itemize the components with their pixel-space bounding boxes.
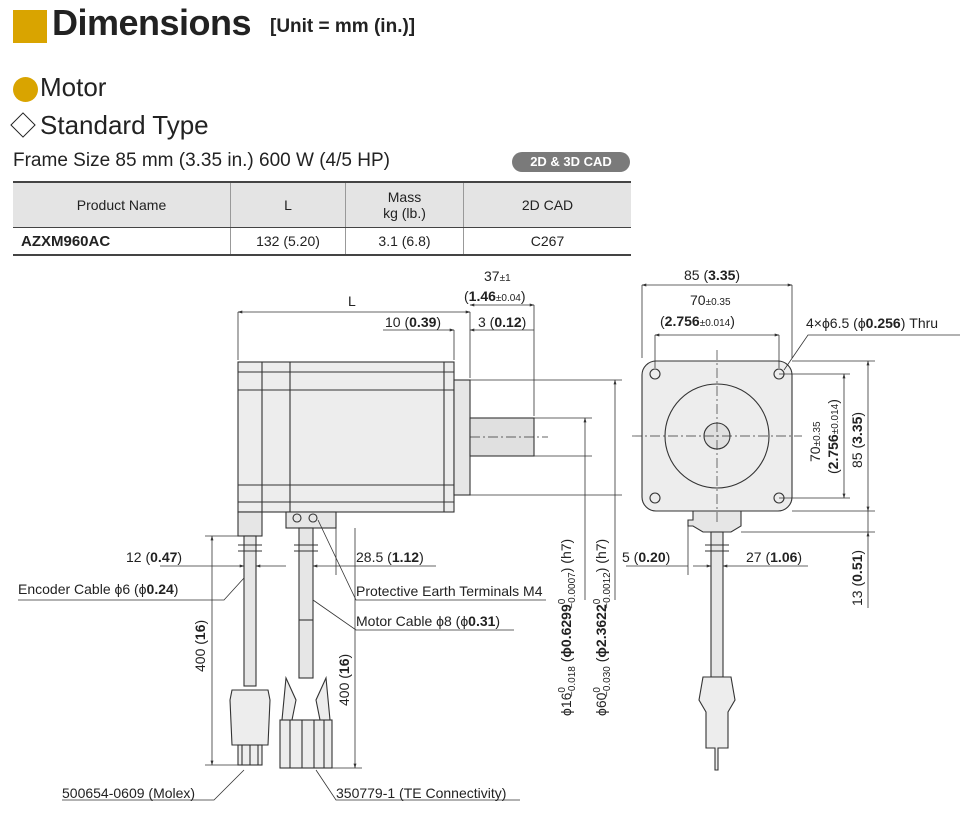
frame-title: Frame Size 85 mm (3.35 in.) 600 W (4/5 H… bbox=[13, 150, 390, 171]
te-label: 350779-1 (TE Connectivity) bbox=[336, 785, 506, 801]
motor-cable-label: Motor Cable ϕ8 (ϕ0.31) bbox=[356, 613, 500, 629]
motor-side-view bbox=[229, 361, 535, 769]
dim-70-top: 70±0.35 bbox=[690, 292, 731, 308]
cell-cad[interactable]: C267 bbox=[463, 227, 631, 256]
section-title: Motor bbox=[40, 72, 107, 102]
encoder-cable-label: Encoder Cable ϕ6 (ϕ0.24) bbox=[18, 581, 178, 597]
dim-37: 37±1 bbox=[484, 268, 511, 284]
encoder-connector bbox=[229, 689, 271, 746]
unit-note: [Unit = mm (in.)] bbox=[270, 16, 416, 37]
dim-85-top: 85 (3.35) bbox=[684, 267, 740, 283]
col-product-name: Product Name bbox=[13, 181, 231, 228]
cad-badge[interactable]: 2D & 3D CAD bbox=[512, 152, 630, 172]
dim-27: 27 (1.06) bbox=[746, 549, 802, 565]
cell-l: 132 (5.20) bbox=[230, 227, 346, 256]
dim-pilot-60: ϕ600−0.030 (ϕ2.36220−0.0012) (h7) bbox=[592, 539, 613, 716]
encoder-cable bbox=[243, 535, 257, 687]
dim-10: 10 (0.39) bbox=[385, 314, 441, 330]
dim-5: 5 (0.20) bbox=[622, 549, 670, 565]
dim-3: 3 (0.12) bbox=[478, 314, 526, 330]
col-2d-cad: 2D CAD bbox=[463, 181, 631, 228]
dim-400-right: 400 (16) bbox=[336, 654, 352, 706]
subsection-title: Standard Type bbox=[40, 110, 209, 140]
dim-shaft-16: ϕ160−0.018 (ϕ0.62990−0.0007) (h7) bbox=[557, 539, 578, 716]
dim-28-5: 28.5 (1.12) bbox=[356, 549, 424, 565]
molex-label: 500654-0609 (Molex) bbox=[62, 785, 195, 801]
title-marker bbox=[13, 10, 47, 43]
dim-70-top-in: (2.756±0.014) bbox=[660, 313, 735, 329]
dim-400-left: 400 (16) bbox=[192, 620, 208, 672]
dim-37-in: (1.46±0.04) bbox=[464, 288, 526, 304]
front-connector bbox=[698, 676, 736, 771]
cell-product-name: AZXM960AC bbox=[13, 227, 231, 256]
dim-70-side-in: (2.756±0.014) bbox=[825, 399, 841, 474]
dim-13: 13 (0.51) bbox=[849, 550, 865, 606]
table-row: AZXM960AC 132 (5.20) 3.1 (6.8) C267 bbox=[13, 227, 631, 256]
col-l: L bbox=[230, 181, 346, 228]
motor-cable bbox=[298, 527, 314, 679]
dim-l: L bbox=[348, 293, 356, 309]
section-bullet bbox=[13, 77, 38, 102]
holes-callout: 4×ϕ6.5 (ϕ0.256) Thru bbox=[806, 315, 938, 331]
front-cable bbox=[710, 531, 724, 678]
motor-flange-pilot bbox=[453, 379, 471, 496]
dim-85-side: 85 (3.35) bbox=[849, 412, 865, 468]
page-title: Dimensions bbox=[52, 2, 252, 43]
dim-12: 12 (0.47) bbox=[126, 549, 182, 565]
cell-mass: 3.1 (6.8) bbox=[345, 227, 464, 256]
motor-connector bbox=[279, 719, 333, 769]
pe-terminal-label: Protective Earth Terminals M4 bbox=[356, 583, 543, 599]
motor-body bbox=[237, 361, 455, 513]
dim-70-side: 70±0.35 bbox=[807, 421, 823, 462]
